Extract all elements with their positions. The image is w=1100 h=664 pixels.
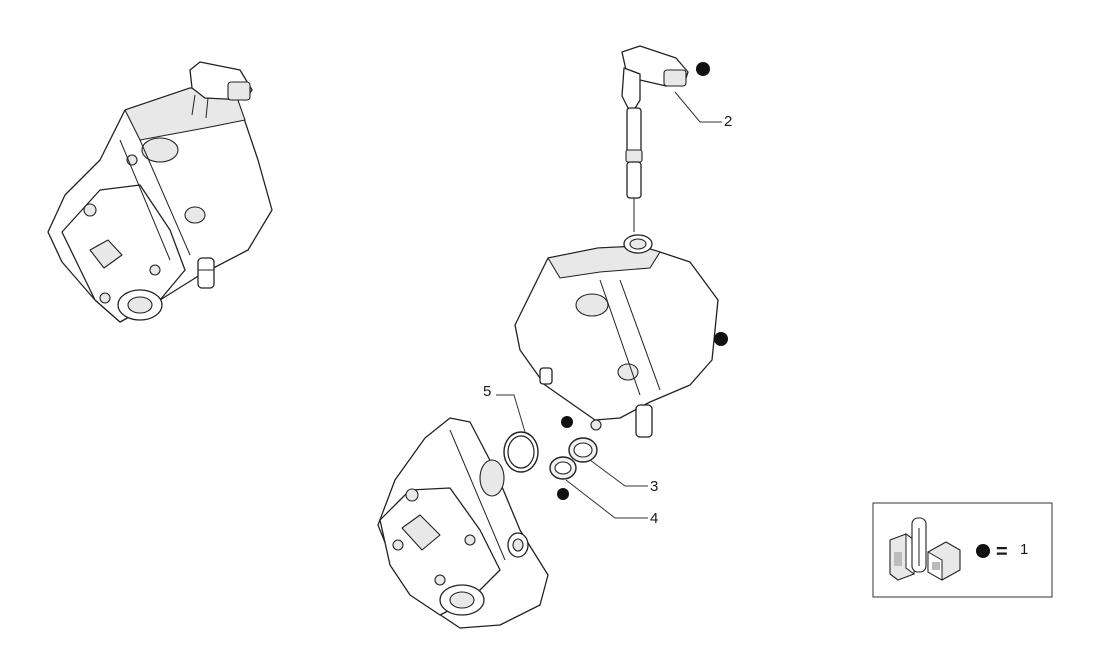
leader-line-3 bbox=[589, 459, 648, 487]
leader-line-5 bbox=[496, 394, 526, 433]
upper-housing-drawing bbox=[514, 234, 719, 438]
kit-box-icon bbox=[889, 517, 961, 581]
kit-marker-dot-seal-3 bbox=[561, 416, 573, 428]
part-5-oring-drawing bbox=[503, 431, 539, 473]
assembled-pump-drawing bbox=[47, 61, 273, 323]
kit-marker-dot-coil bbox=[696, 62, 710, 76]
kit-marker-dot-housing bbox=[714, 332, 728, 346]
kit-legend-number: 1 bbox=[1020, 541, 1028, 558]
callout-4: 4 bbox=[650, 510, 658, 527]
part-4-seal-drawing bbox=[549, 456, 577, 480]
leader-line-4 bbox=[565, 479, 648, 519]
kit-legend-dot bbox=[976, 544, 990, 558]
callout-3: 3 bbox=[650, 478, 658, 495]
kit-legend: = 1 bbox=[872, 502, 1053, 598]
callout-5: 5 bbox=[483, 383, 491, 400]
callout-2: 2 bbox=[724, 113, 732, 130]
lower-pump-body-drawing bbox=[377, 417, 549, 629]
kit-legend-equals: = bbox=[996, 541, 1008, 563]
kit-marker-dot-seal-4 bbox=[557, 488, 569, 500]
part-3-seal-drawing bbox=[568, 437, 598, 463]
leader-line-2 bbox=[674, 91, 722, 123]
part-2-coil-drawing bbox=[621, 45, 689, 232]
